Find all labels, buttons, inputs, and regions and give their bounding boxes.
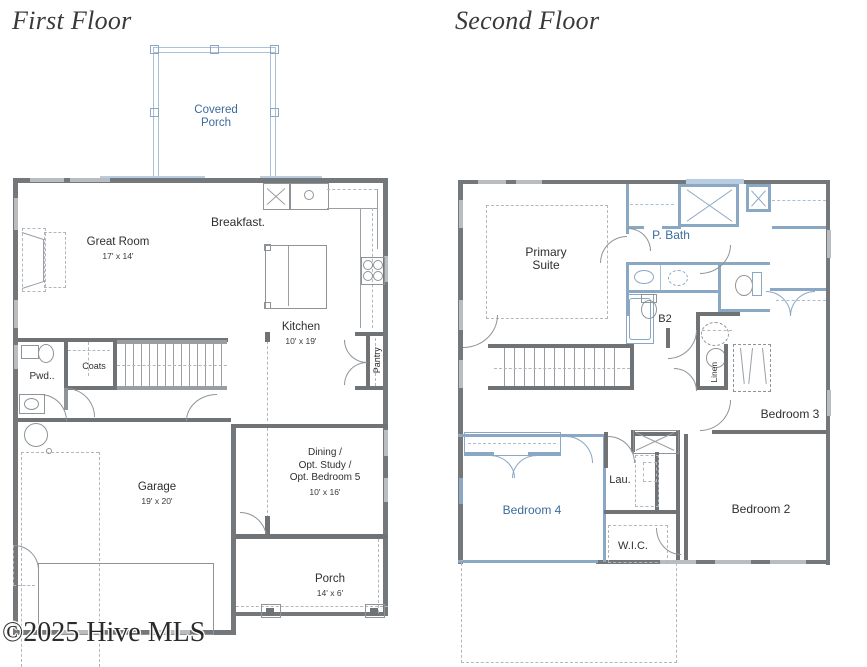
room-label-bedroom2: Bedroom 2 bbox=[731, 502, 791, 516]
room-label-primary-bath: P. Bath bbox=[652, 228, 690, 242]
toilet bbox=[641, 300, 657, 319]
closet-door-swing bbox=[790, 291, 815, 316]
room-label-wic: W.I.C. bbox=[618, 540, 648, 552]
room-label-great-room: Great Room 17' x 14' bbox=[86, 236, 150, 261]
porch-post bbox=[150, 108, 159, 117]
second-floor-title: Second Floor bbox=[455, 6, 600, 35]
garage-water-heater bbox=[24, 423, 48, 447]
toilet bbox=[735, 275, 753, 296]
vanity-sink bbox=[634, 270, 654, 284]
garage-side-door-swing bbox=[14, 545, 39, 570]
bedroom4-door-swing bbox=[566, 436, 593, 463]
hall-door-swing bbox=[186, 394, 217, 421]
porch-column bbox=[261, 604, 281, 618]
closet-door-swing bbox=[766, 291, 791, 316]
powder-door-swing bbox=[40, 394, 67, 421]
porch-post bbox=[270, 108, 279, 117]
room-label-porch: Porch 14' x 6' bbox=[314, 573, 346, 598]
pantry-door-swing bbox=[344, 340, 367, 363]
sink-basin bbox=[304, 190, 314, 200]
bedroom3-door-swing bbox=[700, 400, 731, 431]
b2-door-swing bbox=[668, 330, 697, 359]
bedroom4-closet-door-swing bbox=[512, 455, 537, 478]
room-label-b2: B2 bbox=[658, 313, 672, 325]
room-label-coats: Coats bbox=[82, 361, 106, 371]
coats-door-swing bbox=[66, 388, 95, 417]
room-label-garage: Garage 19' x 20' bbox=[137, 481, 177, 506]
pwd-toilet bbox=[38, 344, 54, 363]
sink bbox=[289, 183, 329, 210]
porch-column bbox=[365, 604, 385, 618]
room-label-bedroom4: Bedroom 4 bbox=[502, 503, 562, 517]
room-label-bedroom3: Bedroom 3 bbox=[760, 407, 820, 421]
room-label-breakfast: Breakfast. bbox=[210, 215, 266, 229]
room-label-linen: Linen bbox=[708, 361, 719, 383]
bathtub bbox=[626, 294, 654, 344]
porch-post bbox=[270, 45, 279, 54]
vanity-sink bbox=[668, 270, 688, 286]
mls-watermark: ©2025 Hive MLS bbox=[2, 617, 206, 648]
room-label-kitchen: Kitchen 10' x 19' bbox=[281, 321, 321, 346]
garage-parking-pad bbox=[38, 563, 214, 635]
cooktop bbox=[361, 257, 385, 285]
linen-door-swing bbox=[674, 368, 697, 391]
room-label-pantry: Pantry bbox=[371, 347, 382, 374]
room-label-dining: Dining / Opt. Study / Opt. Bedroom 5 10'… bbox=[289, 447, 361, 497]
b2-shower bbox=[701, 322, 729, 346]
porch-post bbox=[150, 45, 159, 54]
kitchen-island bbox=[265, 245, 327, 309]
wc-door-swing bbox=[700, 245, 731, 274]
room-label-primary-suite: Primary Suite bbox=[525, 245, 567, 272]
room-label-powder: Pwd.. bbox=[29, 371, 55, 382]
room-label-laundry: Lau. bbox=[609, 474, 631, 486]
porch-post bbox=[210, 45, 219, 54]
bedroom4-closet bbox=[464, 432, 561, 456]
pwd-vanity bbox=[21, 345, 39, 359]
first-floor-title: First Floor bbox=[12, 6, 132, 35]
room-label-covered-porch: Covered Porch bbox=[194, 104, 238, 129]
